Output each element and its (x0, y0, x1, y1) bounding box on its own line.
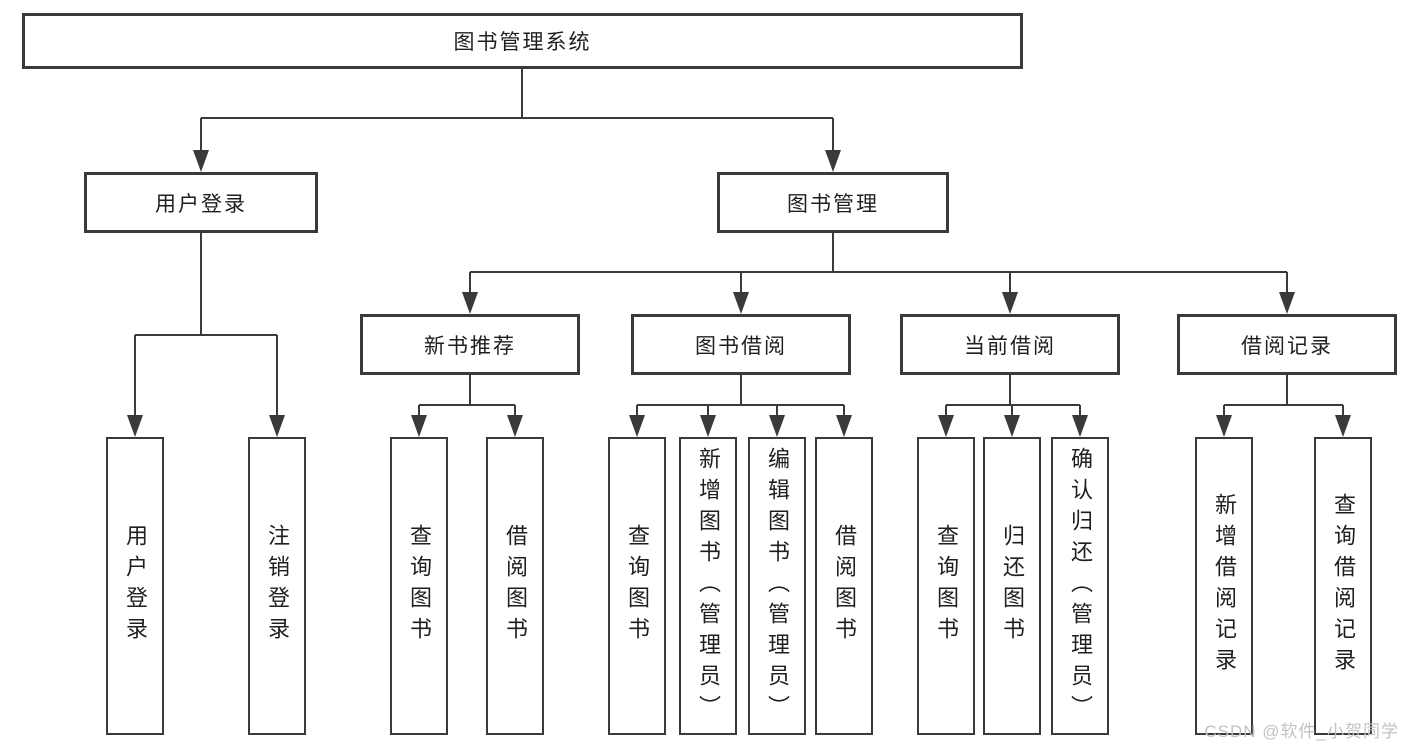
leaf-label: 注销登录 (265, 524, 290, 648)
node-label: 图书管理系统 (453, 31, 592, 54)
node-book-borrowing: 图书借阅 (631, 314, 851, 375)
leaf-label: 借阅图书 (503, 524, 528, 648)
node-user-login: 用户登录 (84, 172, 318, 233)
leaf-query-book-1: 查询图书 (390, 437, 448, 735)
arrow-icon (1072, 415, 1088, 437)
node-label: 图书借阅 (695, 334, 787, 358)
arrow-icon (269, 415, 285, 437)
tree-edges (134, 69, 1344, 418)
node-current-borrowing: 当前借阅 (900, 314, 1120, 375)
leaf-add-book-admin: 新增图书（管理员） (679, 437, 737, 735)
node-new-book-recommend: 新书推荐 (360, 314, 580, 375)
arrow-icon (507, 415, 523, 437)
leaf-borrow-book-2: 借阅图书 (815, 437, 873, 735)
leaf-edit-book-admin: 编辑图书（管理员） (748, 437, 806, 735)
arrow-icon (193, 150, 209, 172)
arrow-icon (1335, 415, 1351, 437)
arrow-icon (1004, 415, 1020, 437)
arrow-icon (825, 150, 841, 172)
leaf-query-book-2: 查询图书 (608, 437, 666, 735)
arrow-icon (836, 415, 852, 437)
arrow-icon (411, 415, 427, 437)
leaf-user-login: 用户登录 (106, 437, 164, 735)
leaf-label: 查询图书 (407, 524, 432, 648)
leaf-borrow-book-1: 借阅图书 (486, 437, 544, 735)
leaf-label: 新增图书（管理员） (696, 446, 721, 726)
leaf-label: 查询图书 (625, 524, 650, 648)
node-label: 用户登录 (155, 192, 247, 216)
leaf-logout-login: 注销登录 (248, 437, 306, 735)
leaf-return-book: 归还图书 (983, 437, 1041, 735)
watermark: CSDN @软件_小贺同学 (1204, 722, 1399, 741)
leaf-label: 查询图书 (934, 524, 959, 648)
arrow-icon (462, 292, 478, 314)
leaf-label: 查询借阅记录 (1331, 493, 1356, 679)
leaf-query-book-3: 查询图书 (917, 437, 975, 735)
leaf-label: 确认归还（管理员） (1068, 446, 1093, 726)
leaf-label: 借阅图书 (832, 524, 857, 648)
arrow-icon (1002, 292, 1018, 314)
node-book-management: 图书管理 (717, 172, 949, 233)
node-label: 借阅记录 (1241, 334, 1333, 358)
node-label: 图书管理 (787, 192, 879, 216)
leaf-confirm-return-admin: 确认归还（管理员） (1051, 437, 1109, 735)
leaf-label: 归还图书 (1000, 524, 1025, 648)
node-label: 新书推荐 (424, 334, 516, 358)
arrow-icon (1216, 415, 1232, 437)
arrow-icon (127, 415, 143, 437)
arrow-icon (769, 415, 785, 437)
arrow-icon (629, 415, 645, 437)
leaf-label: 用户登录 (123, 524, 148, 648)
arrowheads (127, 150, 1351, 437)
node-borrowing-records: 借阅记录 (1177, 314, 1397, 375)
arrow-icon (700, 415, 716, 437)
leaf-query-borrow-record: 查询借阅记录 (1314, 437, 1372, 735)
leaf-label: 新增借阅记录 (1212, 493, 1237, 679)
leaf-label: 编辑图书（管理员） (765, 446, 790, 726)
node-root: 图书管理系统 (22, 13, 1023, 69)
arrow-icon (1279, 292, 1295, 314)
arrow-icon (733, 292, 749, 314)
node-label: 当前借阅 (964, 334, 1056, 358)
leaf-add-borrow-record: 新增借阅记录 (1195, 437, 1253, 735)
arrow-icon (938, 415, 954, 437)
